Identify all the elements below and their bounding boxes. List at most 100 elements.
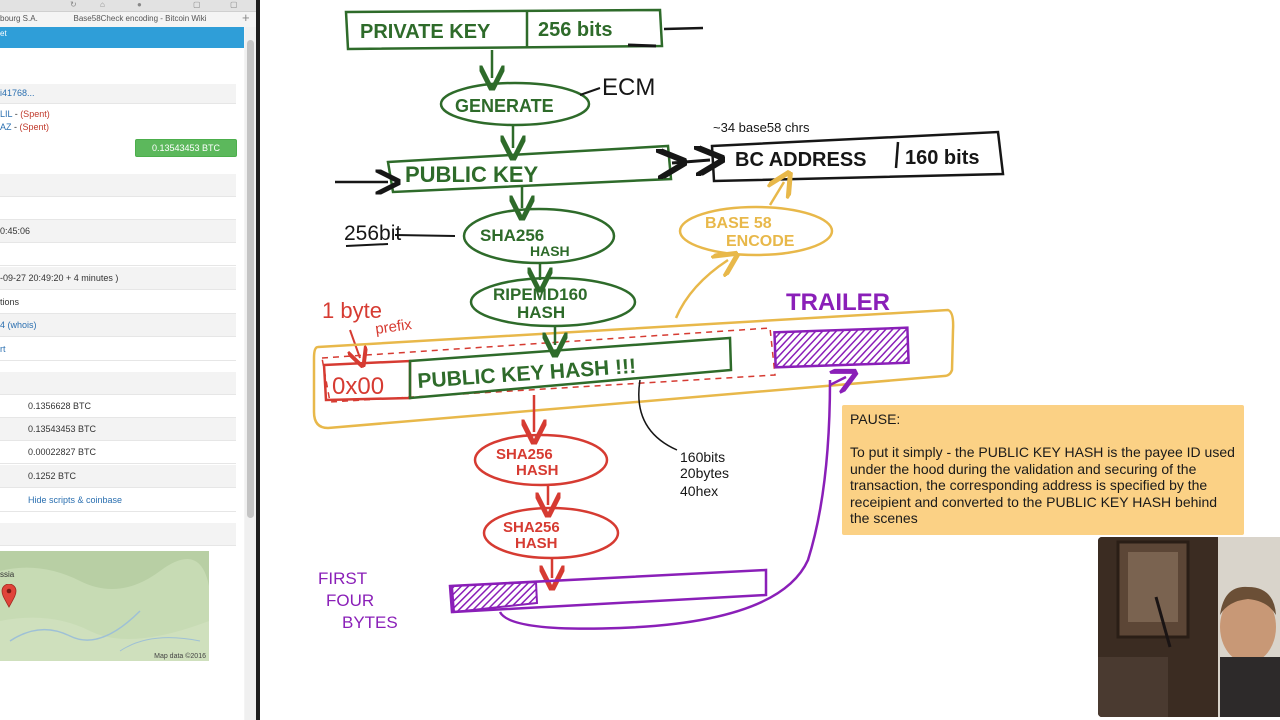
map-pin-icon[interactable] [1, 584, 17, 608]
home-icon[interactable]: ⌂ [100, 0, 105, 9]
sha256-a-line1: SHA256 [496, 446, 553, 463]
input-item: LIL - (Spent) [0, 109, 50, 119]
checksum-to-trailer-arrow [500, 380, 830, 629]
first-four-line1: FIRST [318, 569, 367, 588]
size-note-bytes: 20bytes [680, 465, 729, 481]
tx-hash-link[interactable]: i41768... [0, 88, 35, 98]
sha256-a-line2: HASH [516, 462, 559, 479]
webcam-overlay [1098, 537, 1280, 717]
browser-window: ↻ ⌂ ● ▢ ▢ bourg S.A. Base58Check encodin… [0, 0, 256, 720]
private-key-box: PRIVATE KEY 256 bits [346, 10, 703, 49]
hide-scripts-link[interactable]: Hide scripts & coinbase [28, 495, 122, 505]
map-header-row [0, 523, 236, 546]
public-key-label: PUBLIC KEY [405, 162, 539, 187]
summary-row: tions [0, 291, 236, 314]
size-note-bits: 160bits [680, 449, 725, 465]
ecm-label: ECM [602, 74, 655, 101]
tab-title-prev: bourg S.A. [0, 14, 38, 23]
amount-row: 0.00022827 BTC [0, 441, 236, 464]
ripemd-line2: HASH [517, 303, 565, 322]
size-note-hex: 40hex [680, 483, 718, 499]
private-key-bits: 256 bits [538, 19, 612, 41]
summary-row: 4 (whois) [0, 314, 236, 337]
share-icon[interactable]: ▢ [193, 0, 201, 9]
browser-toolbar: ↻ ⌂ ● ▢ ▢ [0, 0, 256, 12]
tab-title: Base58Check encoding - Bitcoin Wiki [74, 14, 207, 23]
inputs-outputs-header-row [0, 372, 236, 395]
input-address[interactable]: AZ [0, 122, 12, 132]
one-byte-label: 1 byte [322, 298, 382, 323]
pause-body: To put it simply - the PUBLIC KEY HASH i… [850, 444, 1240, 527]
visualize-link[interactable]: rt [0, 344, 6, 354]
amount-row: 0.1356628 BTC [0, 395, 236, 418]
first-four-line2: FOUR [326, 591, 374, 610]
base58-node: BASE 58 ENCODE [680, 207, 832, 255]
browser-tab-active[interactable]: Base58Check encoding - Bitcoin Wiki [40, 12, 240, 26]
map-credit: Map data ©2016 [154, 653, 206, 660]
tabs-icon[interactable]: ▢ [230, 0, 238, 9]
input-address[interactable]: LIL [0, 109, 12, 119]
reload-icon[interactable]: ↻ [70, 0, 77, 9]
pause-annotation: PAUSE: To put it simply - the PUBLIC KEY… [842, 405, 1244, 535]
map-country-label: ssia [0, 570, 14, 579]
bc-address-box: BC ADDRESS 160 bits [712, 132, 1003, 181]
output-total-button[interactable]: 0.13543453 BTC [135, 139, 237, 157]
extension-icon[interactable]: ● [137, 0, 142, 9]
amount-row: 0.13543453 BTC [0, 418, 236, 441]
presenter-video [1098, 537, 1280, 717]
address-length-note: ~34 base58 chrs [713, 120, 810, 135]
amount-value: 0.00022827 BTC [28, 447, 96, 457]
amount-value: 0.13543453 BTC [28, 424, 96, 434]
bit256-note: 256bit [344, 222, 401, 245]
received-time: -09-27 20:49:20 + 4 minutes ) [0, 273, 118, 283]
amount-value: 0.1356628 BTC [28, 401, 91, 411]
trailer-box [774, 328, 908, 368]
input-item: AZ - (Spent) [0, 122, 49, 132]
base58-line2: ENCODE [726, 233, 795, 250]
checksum-bar [450, 570, 766, 612]
arrow-base58-to-address [770, 182, 784, 205]
location-map[interactable]: ssia Map data ©2016 [0, 551, 209, 661]
browser-tab-prev[interactable]: bourg S.A. [0, 12, 40, 26]
prefix-box: 0x00 [324, 361, 410, 400]
sha256-node-a: SHA256 HASH [475, 435, 607, 485]
generate-node: GENERATE [441, 83, 589, 125]
new-tab-button[interactable]: + [242, 11, 250, 25]
inputs-list: LIL - (Spent) AZ - (Spent) [0, 105, 236, 135]
amount-row: 0.1252 BTC [0, 465, 236, 488]
ripemd-line1: RIPEMD160 [493, 285, 587, 304]
sha256-node-b: SHA256 HASH [484, 508, 618, 558]
ripemd-node: RIPEMD160 HASH [471, 278, 635, 326]
sha256-b-line1: SHA256 [503, 519, 560, 536]
amount-value: 0.1252 BTC [28, 471, 76, 481]
summary-row: rt [0, 338, 236, 361]
trailer-label: TRAILER [786, 289, 890, 316]
spent-label: (Spent) [20, 109, 50, 119]
arrow-to-base58 [676, 260, 728, 318]
prefix-value: 0x00 [332, 373, 384, 400]
header-title: et [0, 29, 7, 38]
sha256-top-line2: HASH [530, 243, 570, 259]
relayed-by-link[interactable]: 4 (whois) [0, 320, 37, 330]
bc-address-label: BC ADDRESS [735, 149, 867, 171]
tx-hash-row: i41768... [0, 84, 236, 104]
sha256-node-top: SHA256 HASH [464, 209, 614, 263]
page-header: et [0, 27, 244, 48]
hide-scripts-row: Hide scripts & coinbase [0, 489, 236, 512]
public-key-box: PUBLIC KEY [388, 146, 671, 192]
summary-header-row [0, 174, 236, 197]
map-terrain [0, 551, 209, 661]
summary-row [0, 197, 236, 220]
base58-line1: BASE 58 [705, 215, 772, 232]
time-value: 0:45:06 [0, 226, 30, 236]
generate-label: GENERATE [455, 96, 554, 116]
first-four-line3: BYTES [342, 613, 398, 632]
arrow-pubkey-address [672, 160, 710, 163]
summary-row [0, 243, 236, 266]
confirmations-value: tions [0, 297, 19, 307]
scrollbar-thumb[interactable] [247, 40, 254, 518]
bc-address-bits: 160 bits [905, 147, 979, 169]
public-key-hash-box: PUBLIC KEY HASH !!! [410, 338, 731, 398]
summary-row: -09-27 20:49:20 + 4 minutes ) [0, 267, 236, 290]
pause-title: PAUSE: [850, 411, 900, 427]
